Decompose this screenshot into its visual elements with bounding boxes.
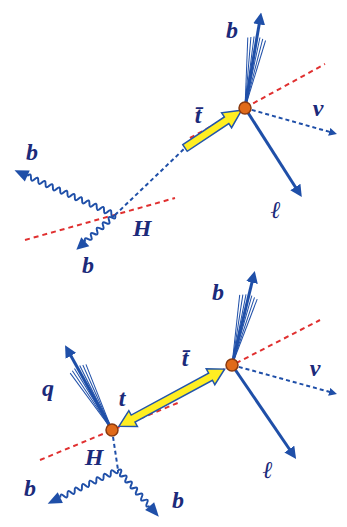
top-arrow (180, 103, 247, 156)
wavy-line (72, 211, 119, 255)
higgs-line (115, 148, 185, 215)
jet (62, 350, 119, 434)
particle-label: ν (313, 96, 324, 120)
axis-lines (25, 64, 325, 460)
particle-label: H (85, 445, 104, 469)
wavy-line (113, 466, 163, 521)
particle-label: q (42, 376, 54, 400)
vertex-dot (239, 102, 251, 114)
particle-label: ℓ (271, 198, 281, 222)
particle-label: t̄ (182, 346, 189, 370)
lepton-line (232, 365, 290, 450)
vertex-dot (226, 359, 238, 371)
jet (236, 22, 268, 110)
top-pair-arrow (115, 361, 229, 434)
particle-label: ν (310, 356, 321, 380)
particle-label: t̄ (195, 103, 202, 127)
particle-label: b (82, 253, 94, 277)
particle-label: b (26, 140, 38, 164)
wavy-line (12, 165, 117, 221)
particle-label: ℓ (263, 458, 273, 482)
wavy-line (45, 465, 121, 510)
particle-label: b (212, 280, 224, 304)
particle-label: b (226, 18, 238, 42)
vertex-dot (106, 424, 118, 436)
jet (223, 279, 261, 367)
particle-label: t (119, 386, 126, 410)
lepton-line (245, 108, 296, 188)
particle-label: b (172, 488, 184, 512)
particle-label: b (24, 476, 36, 500)
particle-label: H (133, 216, 152, 240)
